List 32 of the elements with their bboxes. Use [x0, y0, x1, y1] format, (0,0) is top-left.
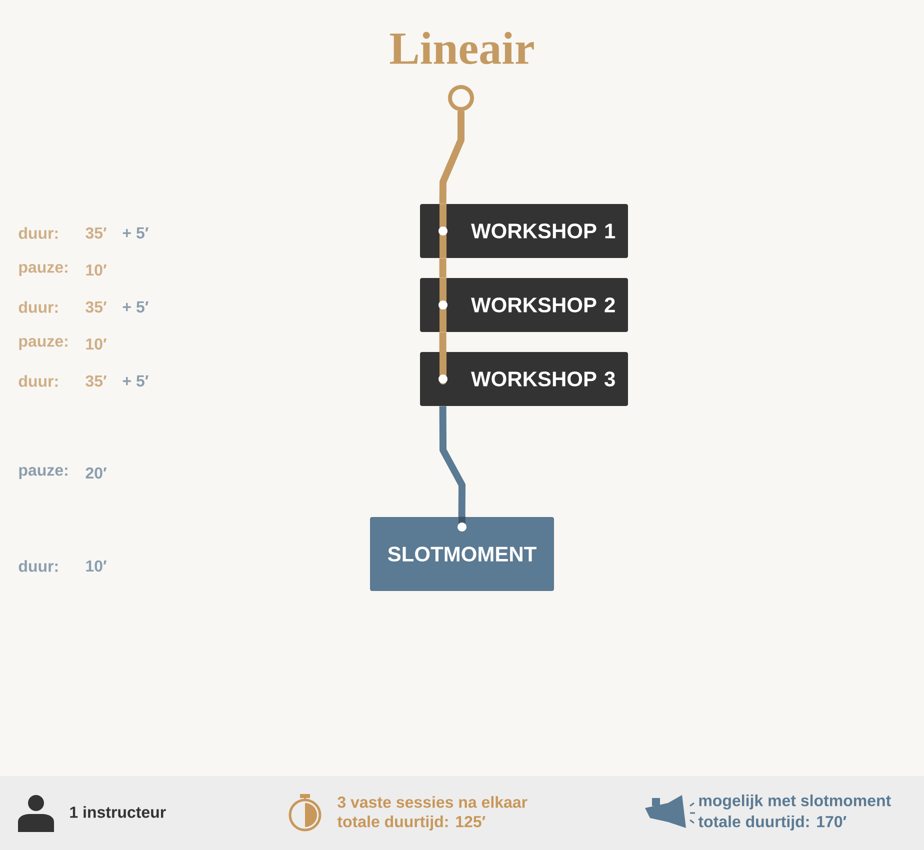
timing-label: 10′: [86, 560, 107, 572]
timing-label: 20′: [86, 467, 107, 479]
route-line: [439, 406, 466, 517]
route-line: [439, 258, 446, 278]
footer-text: mogelijk met slotmoment: [699, 794, 891, 810]
timing-label: + 5′: [122, 375, 148, 387]
workshop-box: WORKSHOP 1: [420, 204, 628, 258]
timing-label: 35′: [86, 375, 107, 387]
title: Lineair: [390, 32, 534, 64]
workshop-box: WORKSHOP 3: [420, 348, 628, 406]
footer-text: totale duurtijd: 170′: [698, 816, 846, 830]
footer-text: totale duurtijd: 125′: [337, 816, 486, 830]
timing-label: pauze:: [19, 467, 68, 479]
timing-label: duur:: [18, 301, 58, 313]
timing-label: duur:: [18, 227, 58, 239]
timing-label: pauze:: [19, 338, 68, 350]
timing-label: pauze:: [19, 264, 68, 276]
footer-text: 1 instructeur: [70, 806, 166, 818]
footer-text: 3 vaste sessies na elkaar: [338, 796, 528, 808]
workshop-box: WORKSHOP 2: [420, 278, 628, 332]
route-line: [439, 332, 446, 352]
timing-label: 10′: [86, 338, 107, 350]
timing-label: + 5′: [122, 227, 148, 239]
route-start-circle: [448, 85, 474, 111]
timing-label: duur:: [18, 560, 58, 572]
timing-label: 35′: [86, 301, 107, 313]
timing-label: duur:: [18, 375, 58, 387]
timing-label: 10′: [86, 264, 107, 276]
closing-box: SLOTMOMENT: [370, 514, 554, 591]
timing-label: + 5′: [122, 301, 148, 313]
route-line: [439, 111, 464, 204]
timing-label: 35′: [86, 227, 107, 239]
